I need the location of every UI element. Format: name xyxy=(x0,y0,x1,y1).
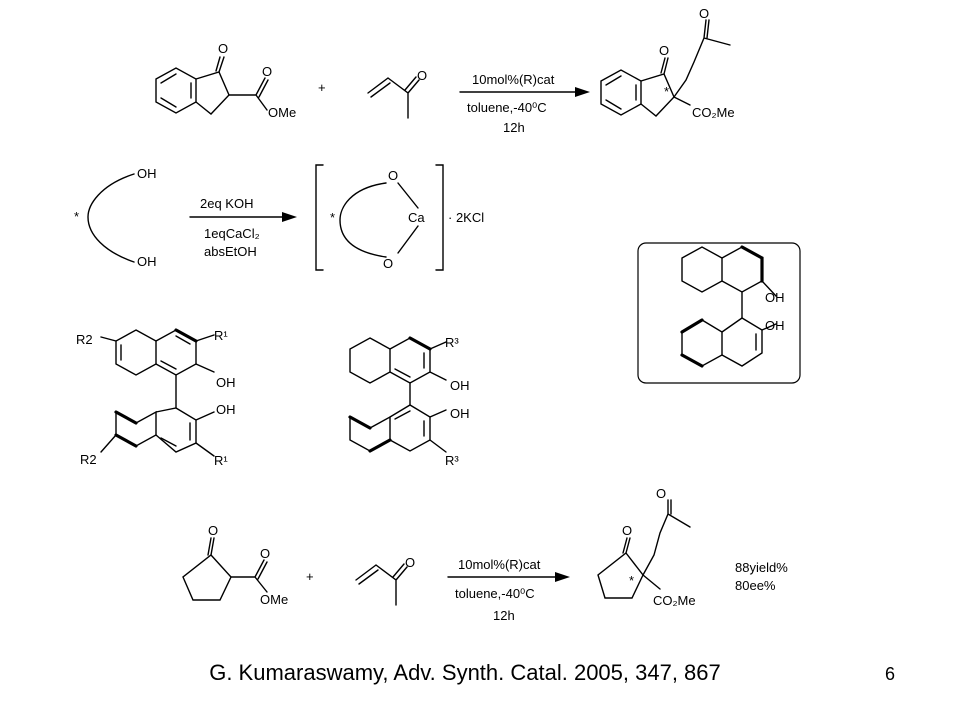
binol-r1-top: R¹ xyxy=(214,328,228,343)
h8-oh-1: OH xyxy=(450,378,470,393)
scheme2-arrow-bottom-2: absEtOH xyxy=(204,244,257,259)
scheme1-plus: + xyxy=(318,80,326,95)
scheme1-ester-ome: OMe xyxy=(268,105,296,120)
binol-oh-1: OH xyxy=(216,375,236,390)
scheme1-arrow-bottom-1: toluene,-40⁰C xyxy=(467,100,547,115)
binol-r1-bottom: R¹ xyxy=(214,453,228,468)
h8-r3-top: R³ xyxy=(445,335,459,350)
scheme1-prod-ester: CO₂Me xyxy=(692,105,735,120)
scheme2-complex-o-bottom: O xyxy=(383,256,393,271)
scheme3-prod-ester: CO₂Me xyxy=(653,593,696,608)
scheme3-yield: 88yield% xyxy=(735,560,788,575)
scheme2-reaction: OH OH * 2eq KOH 1eqCaCl₂ absEtOH O O Ca … xyxy=(74,164,484,271)
scheme2-oh-bottom: OH xyxy=(137,254,157,269)
ligand-binol: R2 R¹ OH OH R2 R¹ xyxy=(76,328,236,468)
scheme2-arrow-top: 2eq KOH xyxy=(200,196,253,211)
scheme1-arrow-top: 10mol%(R)cat xyxy=(472,72,555,87)
binol-r2-top: R2 xyxy=(76,332,93,347)
page-number: 6 xyxy=(885,664,896,684)
scheme3-prod-star: * xyxy=(629,573,634,588)
scheme2-complex-metal: Ca xyxy=(408,210,425,225)
scheme3-mvk xyxy=(355,563,408,606)
scheme3-arrow-top: 10mol%(R)cat xyxy=(458,557,541,572)
h8-oh-2: OH xyxy=(450,406,470,421)
scheme3-mvk-o: O xyxy=(405,555,415,570)
scheme1-ester-o: O xyxy=(262,64,272,79)
scheme2-brackets xyxy=(315,164,444,271)
scheme2-diol-chain xyxy=(87,173,135,263)
scheme3-product xyxy=(597,499,691,599)
scheme3-prod-side-o: O xyxy=(656,486,666,501)
scheme1-mvk-o: O xyxy=(417,68,427,83)
scheme1-mvk xyxy=(367,76,420,119)
scheme2-complex-o-top: O xyxy=(388,168,398,183)
scheme2-complex-star: * xyxy=(330,210,335,225)
scheme3-plus: + xyxy=(306,569,314,584)
boxed-oh-1: OH xyxy=(765,290,785,305)
scheme2-oh-top: OH xyxy=(137,166,157,181)
scheme2-star: * xyxy=(74,209,79,224)
scheme1-product xyxy=(600,19,731,117)
scheme3-arrow-bottom-1: toluene,-40⁰C xyxy=(455,586,535,601)
scheme3-prod-ketone-o: O xyxy=(622,523,632,538)
scheme2-byproduct: · 2KCl xyxy=(448,210,484,225)
scheme3-arrow-bottom-2: 12h xyxy=(493,608,515,623)
scheme3-arrow xyxy=(447,572,570,582)
scheme3-ester-o: O xyxy=(260,546,270,561)
scheme3-ee: 80ee% xyxy=(735,578,776,593)
h8-r3-bottom: R³ xyxy=(445,453,459,468)
scheme3-reaction: O O OMe + O 10mol%(R)cat toluene,-40⁰C 1… xyxy=(182,486,788,623)
scheme3-ester-ome: OMe xyxy=(260,592,288,607)
scheme1-prod-side-o: O xyxy=(699,6,709,21)
scheme3-cyclopentanone-ester xyxy=(182,537,268,601)
scheme1-indanone-ester xyxy=(155,56,269,115)
boxed-oh-2: OH xyxy=(765,318,785,333)
scheme1-prod-ketone-o: O xyxy=(659,43,669,58)
binol-r2-bottom: R2 xyxy=(80,452,97,467)
scheme3-ketone-o: O xyxy=(208,523,218,538)
scheme1-ketone-o: O xyxy=(218,41,228,56)
ligand-boxed: OH OH xyxy=(637,242,801,384)
ligand-h8-binol: R³ OH OH R³ xyxy=(348,335,470,468)
binol-oh-2: OH xyxy=(216,402,236,417)
scheme2-arrow-bottom-1: 1eqCaCl₂ xyxy=(204,226,260,241)
scheme1-prod-star: * xyxy=(664,84,669,99)
scheme1-arrow xyxy=(459,87,590,97)
scheme1-arrow-bottom-2: 12h xyxy=(503,120,525,135)
scheme2-arrow xyxy=(189,212,297,222)
scheme2-complex-ring xyxy=(339,182,419,258)
citation: G. Kumaraswamy, Adv. Synth. Catal. 2005,… xyxy=(209,660,721,685)
scheme1-reaction: O O OMe + O 10mol%(R)cat toluene,-40⁰C 1… xyxy=(155,6,735,135)
